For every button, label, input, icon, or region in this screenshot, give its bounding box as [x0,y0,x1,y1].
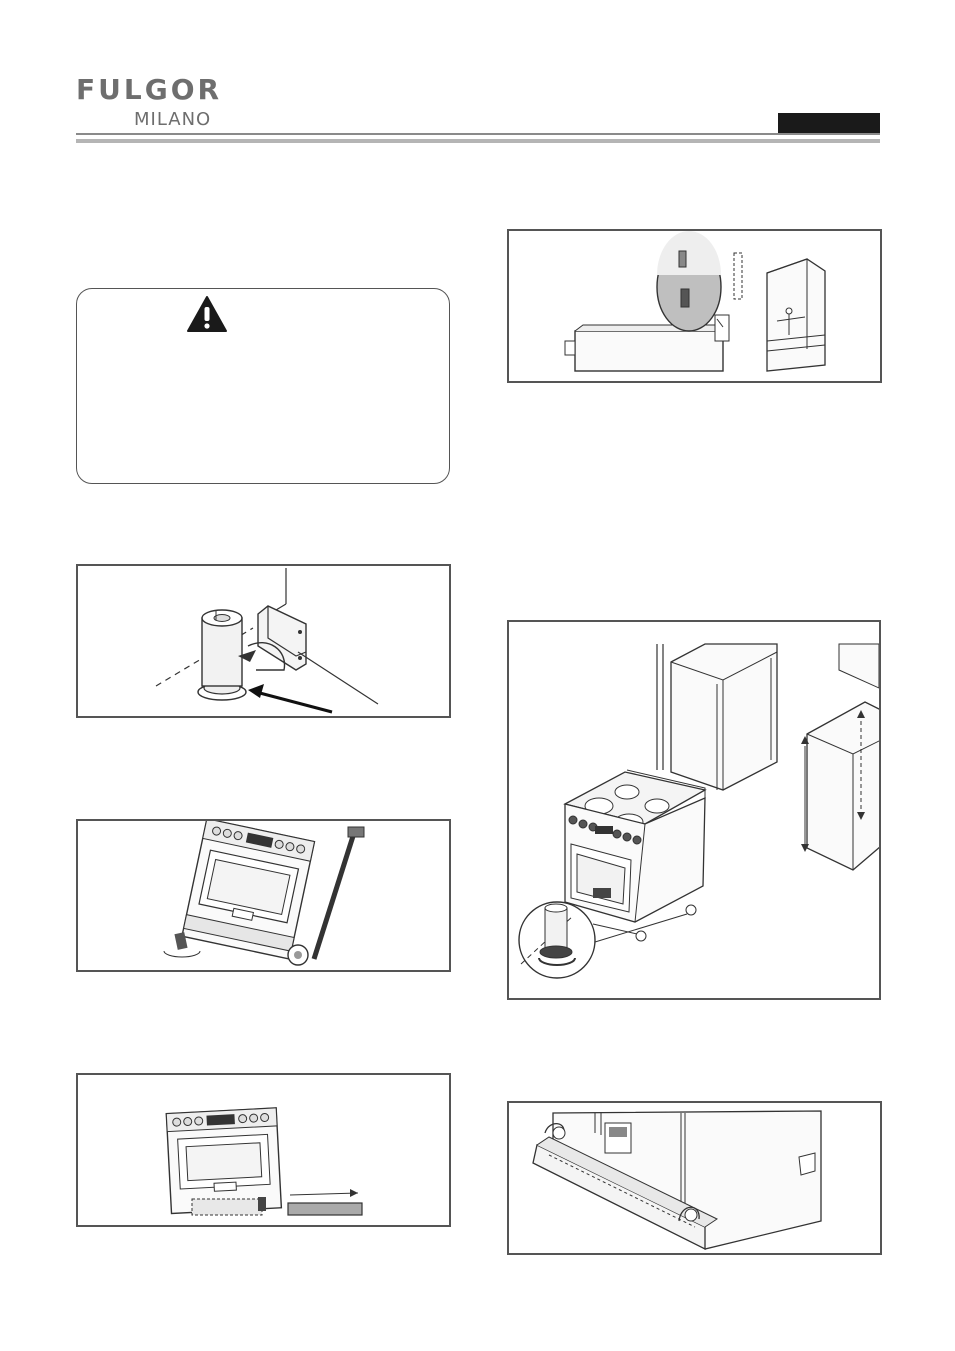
brand-sub-logo: MILANO [134,109,212,130]
hand-truck-figure [76,819,451,972]
leveling-leg-figure [76,1073,451,1227]
leg-bracket-illustration [155,568,379,714]
warning-box [76,288,450,484]
brand-logo: FULGOR [76,73,223,106]
leg-bracket-figure [76,564,451,718]
anti-tip-figure [507,229,882,383]
header-rule-thick [76,139,880,143]
warning-triangle-icon [187,296,227,332]
kick-panel-figure [507,1101,882,1255]
header-rule [76,133,880,135]
anti-tip-illustration [564,231,826,372]
hand-truck-illustration [163,821,365,966]
kick-panel-illustration [532,1110,822,1251]
installation-illustration [518,643,879,979]
header-tab [778,113,880,133]
leveling-leg-illustration [165,1107,363,1216]
installation-figure [507,620,881,1000]
